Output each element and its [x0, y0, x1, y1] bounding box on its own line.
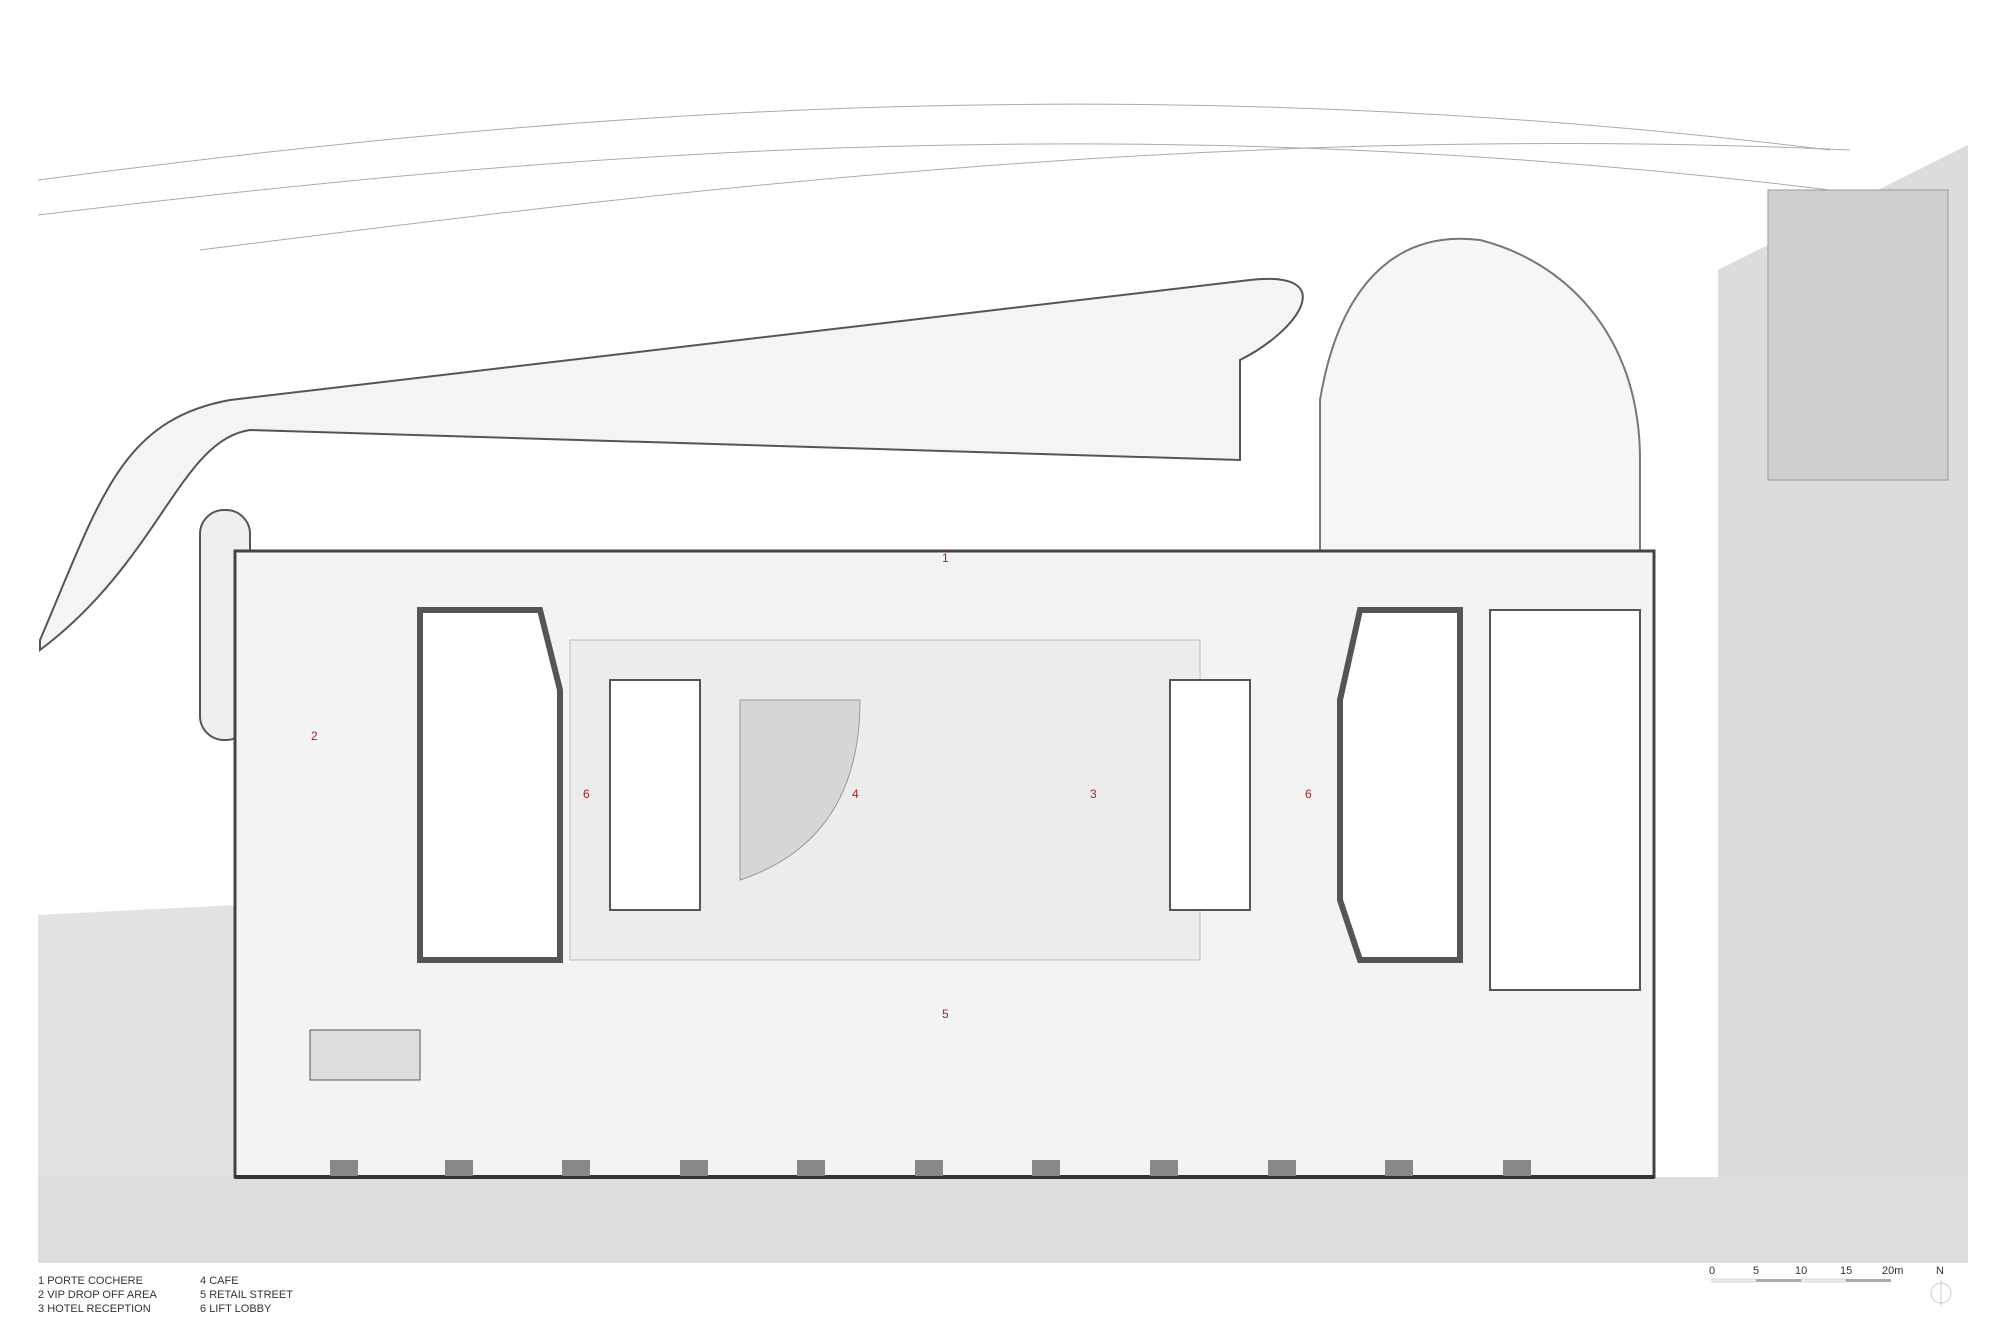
reception-desk-east [1169, 679, 1251, 911]
scale-tick-label: 15 [1840, 1265, 1853, 1277]
north-label: N [1936, 1265, 1944, 1277]
ramp-loop [1319, 237, 1641, 561]
drop-off-island [39, 277, 1304, 653]
scale-tick-label: 0 [1709, 1265, 1716, 1277]
west-shade [38, 905, 235, 1177]
room-tag-lift-lobby-east: 6 [1305, 787, 1312, 801]
lift-core-west [417, 607, 563, 963]
north-arrow-icon [1930, 1280, 1952, 1306]
lift-core-east [1337, 607, 1463, 963]
road-curve-2 [37, 143, 1831, 216]
scale-tick-label: 20m [1882, 1265, 1904, 1277]
scale-tick-label: 5 [1753, 1265, 1760, 1277]
back-of-house-east [1489, 609, 1641, 991]
room-tag-vip-drop-off: 2 [311, 729, 318, 743]
room-tag-porte-cochere: 1 [942, 551, 949, 565]
cafe-counter [609, 679, 701, 911]
room-tag-lift-lobby-west: 6 [583, 787, 590, 801]
road-curve-3 [199, 142, 1851, 251]
legend-item: 4 CAFE [200, 1275, 239, 1287]
cafe-seating-area [739, 699, 861, 881]
adjacent-block-ne [1767, 189, 1949, 481]
south-strip [38, 1177, 1968, 1263]
road-curve-1 [37, 103, 1831, 181]
lobby-floor-pattern [569, 639, 1201, 961]
room-tag-retail-street: 5 [942, 1007, 949, 1021]
legend-item: 6 LIFT LOBBY [200, 1303, 272, 1315]
room-tag-cafe: 4 [852, 787, 859, 801]
legend-item: 2 VIP DROP OFF AREA [38, 1289, 157, 1301]
scale-tick-label: 10 [1795, 1265, 1808, 1277]
legend-item: 1 PORTE COCHERE [38, 1275, 143, 1287]
room-tag-hotel-reception: 3 [1090, 787, 1097, 801]
scale-bar [1711, 1278, 1891, 1283]
legend-item: 3 HOTEL RECEPTION [38, 1303, 151, 1315]
escalator [309, 1029, 421, 1081]
legend-item: 5 RETAIL STREET [200, 1289, 293, 1301]
